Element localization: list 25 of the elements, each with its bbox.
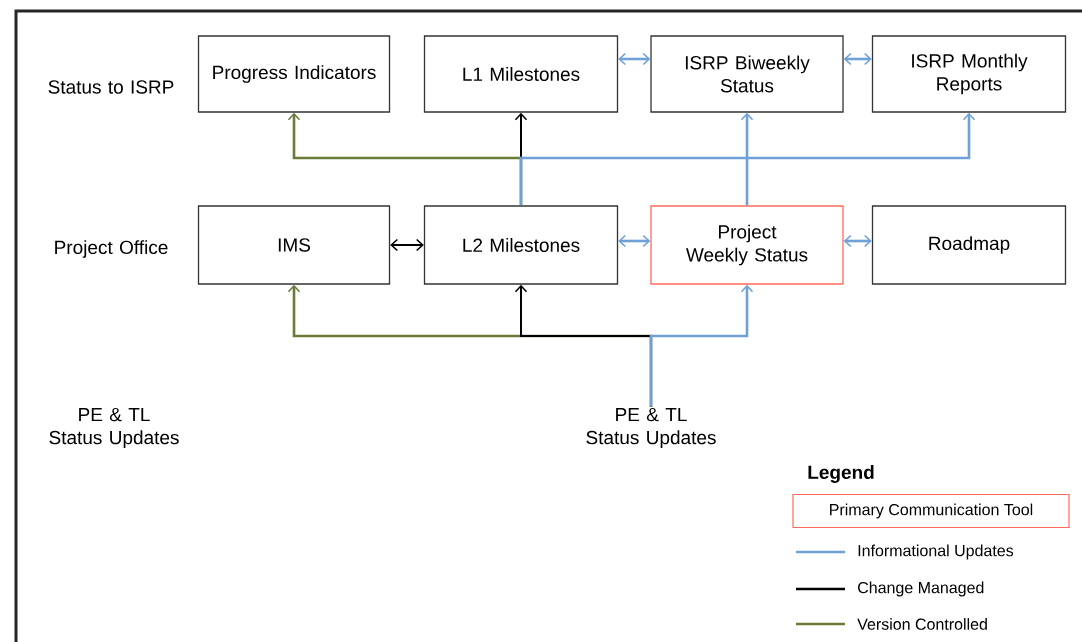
- legend-label: Version Controlled: [857, 618, 987, 630]
- row-label: Project Office: [55, 240, 168, 258]
- arrow: [740, 112, 754, 206]
- process-box: Progress Indicators: [197, 35, 391, 113]
- arrow: [618, 52, 651, 66]
- source-text: PE & TL Status Updates: [586, 407, 716, 449]
- process-box: ISRP Monthly Reports: [871, 35, 1067, 113]
- arrow: [843, 234, 872, 248]
- arrow: [519, 112, 976, 206]
- row-label: Status to ISRP: [48, 80, 174, 94]
- process-box: Roadmap: [871, 205, 1067, 285]
- process-box: L2 Milestones: [423, 205, 619, 285]
- arrow: [390, 238, 424, 252]
- arrow: [649, 284, 754, 407]
- process-box: ISRP Biweekly Status: [650, 35, 844, 113]
- process-box: L1 Milestones: [423, 35, 619, 113]
- legend-label: Change Managed: [858, 581, 984, 597]
- arrow: [843, 52, 872, 66]
- legend-title: Legend: [808, 465, 874, 483]
- arrow: [618, 234, 651, 248]
- process-box: Project Weekly Status: [650, 205, 844, 285]
- legend-box: Primary Communication Tool: [792, 493, 1070, 529]
- process-box: IMS: [197, 205, 391, 285]
- row-label: PE & TL Status Updates: [49, 407, 179, 449]
- legend-label: Informational Updates: [858, 544, 1014, 560]
